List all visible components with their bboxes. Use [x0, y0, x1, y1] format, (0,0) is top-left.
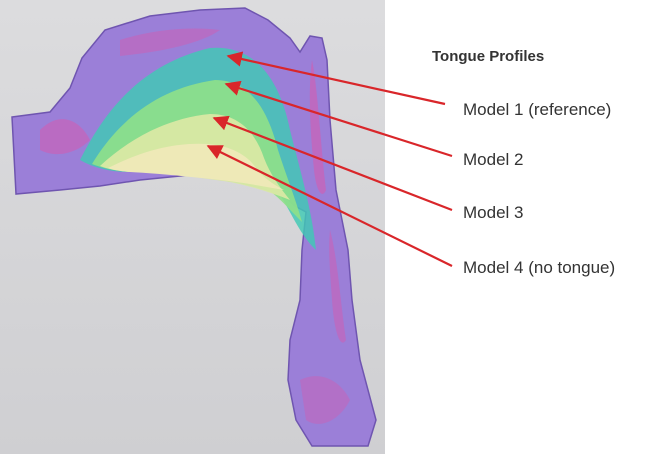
legend-item-model-2: Model 2 [463, 150, 524, 169]
arrow-model-3 [212, 115, 453, 212]
legend-item-model-1: Model 1 (reference) [463, 100, 612, 119]
airway-highlight [120, 28, 220, 56]
legend-title: Tongue Profiles [432, 48, 545, 65]
arrow-model-1 [226, 51, 446, 106]
legend-item-model-3: Model 3 [463, 203, 524, 222]
airway-highlight [300, 376, 350, 424]
airway-highlight [329, 230, 346, 343]
arrow-model-4 [206, 145, 453, 267]
legend-item-model-4: Model 4 (no tongue) [463, 258, 616, 277]
arrow-model-2 [224, 80, 453, 158]
airway-highlight [40, 119, 90, 155]
tongue-profile-model-4 [108, 143, 284, 190]
